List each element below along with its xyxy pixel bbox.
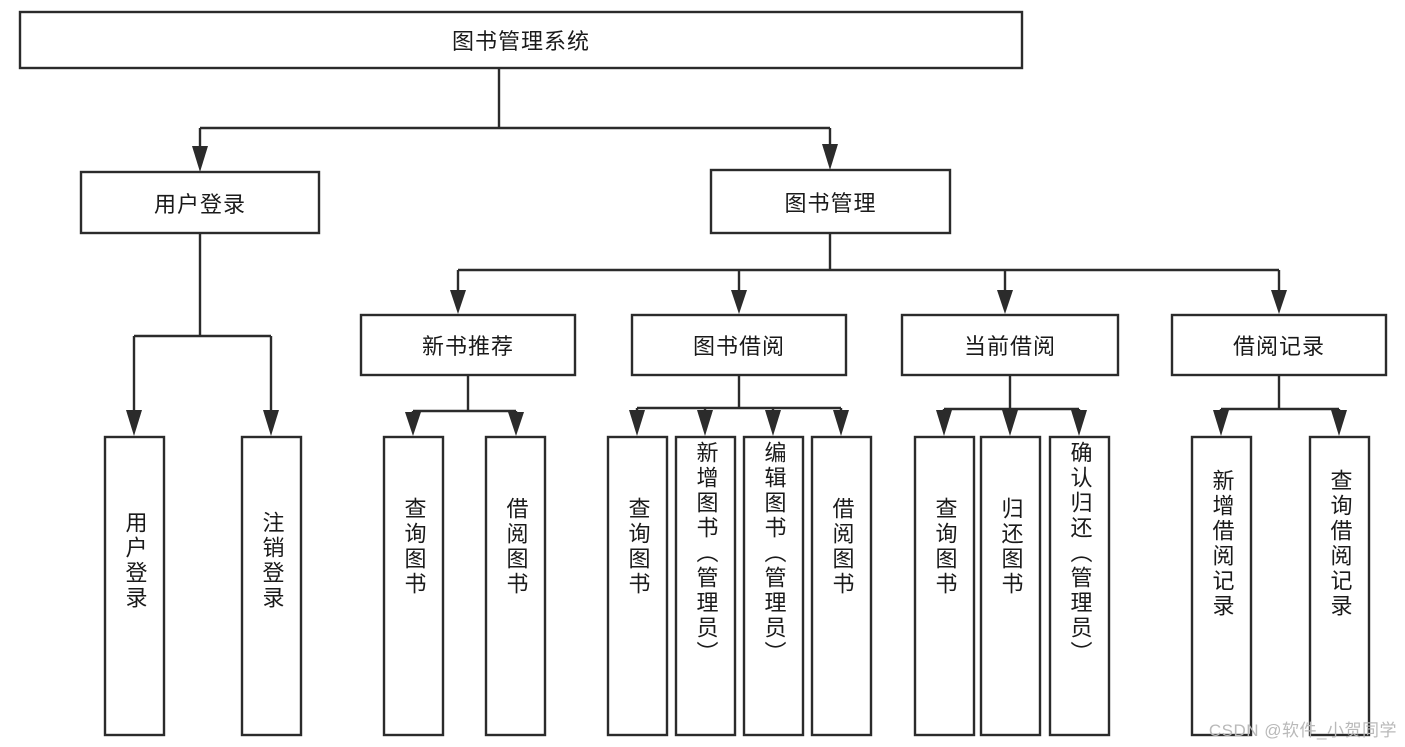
arrowhead-leaf-return-book	[1002, 410, 1018, 436]
node-box-book-manage[interactable]	[709, 168, 952, 235]
node-box-user-login[interactable]	[79, 170, 321, 235]
node-box-leaf-user-login[interactable]	[103, 435, 166, 737]
arrowhead-leaf-borrow-book	[833, 410, 849, 436]
arrowhead-leaf-add-book-admin	[697, 410, 713, 436]
node-box-borrow-record[interactable]	[1170, 313, 1388, 377]
arrowhead-leaf-query-book-borrow	[629, 410, 645, 436]
arrowhead-borrow-record	[1271, 290, 1287, 314]
node-box-current-borrow[interactable]	[900, 313, 1120, 377]
arrowhead-current-borrow	[997, 290, 1013, 314]
arrowhead-leaf-query-book-cur	[936, 410, 952, 436]
arrowhead-leaf-user-login	[126, 410, 142, 436]
connector-userlogin-to-leaves	[126, 233, 279, 436]
connector-borrowrecord-to-leaves	[1213, 375, 1347, 436]
arrowhead-book-borrow	[731, 290, 747, 314]
connector-root-to-level1	[192, 68, 838, 172]
connector-newbookrec-to-leaves	[405, 375, 524, 436]
node-box-leaf-user-logout[interactable]	[240, 435, 303, 737]
connector-bookmanage-to-level2	[450, 233, 1287, 314]
watermark-text: CSDN @软件_小贺同学	[1208, 721, 1397, 740]
arrowhead-leaf-user-logout	[263, 410, 279, 436]
node-box-leaf-confirm-return-admin[interactable]	[1048, 435, 1111, 737]
node-box-root[interactable]	[18, 10, 1024, 70]
arrowhead-leaf-borrow-book-rec	[508, 412, 524, 436]
arrowhead-leaf-confirm-return-admin	[1071, 410, 1087, 436]
connector-currentborrow-to-leaves	[936, 375, 1087, 436]
arrowhead-leaf-add-borrow-record	[1213, 410, 1229, 436]
node-box-book-borrow[interactable]	[630, 313, 848, 377]
arrowhead-book-manage	[822, 144, 838, 170]
node-box-leaf-add-borrow-record[interactable]	[1190, 435, 1253, 737]
arrowhead-leaf-query-book-rec	[405, 412, 421, 436]
node-box-new-book-rec[interactable]	[359, 313, 577, 377]
node-box-leaf-edit-book-admin[interactable]	[742, 435, 805, 737]
connector-bookborrow-to-leaves	[629, 375, 849, 436]
node-box-leaf-query-book-borrow[interactable]	[606, 435, 669, 737]
node-box-leaf-query-book-cur[interactable]	[913, 435, 976, 737]
node-box-leaf-return-book[interactable]	[979, 435, 1042, 737]
node-box-leaf-add-book-admin[interactable]	[674, 435, 737, 737]
arrowhead-user-login	[192, 146, 208, 172]
arrowhead-leaf-edit-book-admin	[765, 410, 781, 436]
arrowhead-leaf-query-borrow-record	[1331, 410, 1347, 436]
arrowhead-new-book-rec	[450, 290, 466, 314]
node-box-leaf-borrow-book[interactable]	[810, 435, 873, 737]
node-box-leaf-query-borrow-record[interactable]	[1308, 435, 1371, 737]
node-box-leaf-borrow-book-rec[interactable]	[484, 435, 547, 737]
node-box-leaf-query-book-rec[interactable]	[382, 435, 445, 737]
